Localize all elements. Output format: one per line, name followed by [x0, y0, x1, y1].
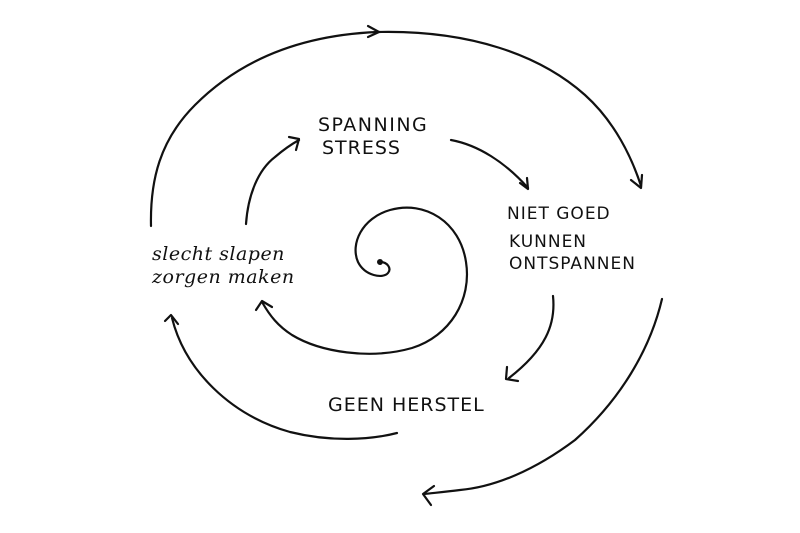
node-spanning-line-1: SPANNING	[318, 114, 429, 136]
node-geen-herstel: GEEN HERSTEL	[328, 396, 485, 415]
node-slecht-slapen-line-1: slecht slapen	[152, 243, 285, 265]
node-slecht-slapen-line-2: zorgen maken	[152, 266, 295, 288]
outer-bottom-arrow	[421, 297, 664, 507]
arrow-to-niet-goed	[449, 138, 530, 191]
arrow-to-spanning	[244, 135, 301, 226]
arrow-to-geen-herstel	[504, 294, 555, 383]
node-spanning-line-2: STRESS	[322, 137, 401, 159]
left-return-arrow	[163, 313, 399, 440]
outer-top-arrow	[149, 24, 644, 228]
node-niet-goed-line-2: KUNNEN	[509, 232, 588, 252]
node-geen-herstel-line-1: GEEN HERSTEL	[328, 394, 485, 416]
node-niet-goed-line-1: NIET GOED	[507, 204, 611, 224]
node-spanning-stress: SPANNING STRESS	[318, 116, 428, 158]
core-spiral	[254, 206, 469, 355]
node-slecht-slapen-zorgen-maken: slecht slapen zorgen maken	[152, 245, 295, 287]
node-niet-goed-line-3: ONTSPANNEN	[509, 254, 636, 274]
node-niet-goed-ontspannen: NIET GOED KUNNEN ONTSPANNEN	[507, 206, 636, 273]
